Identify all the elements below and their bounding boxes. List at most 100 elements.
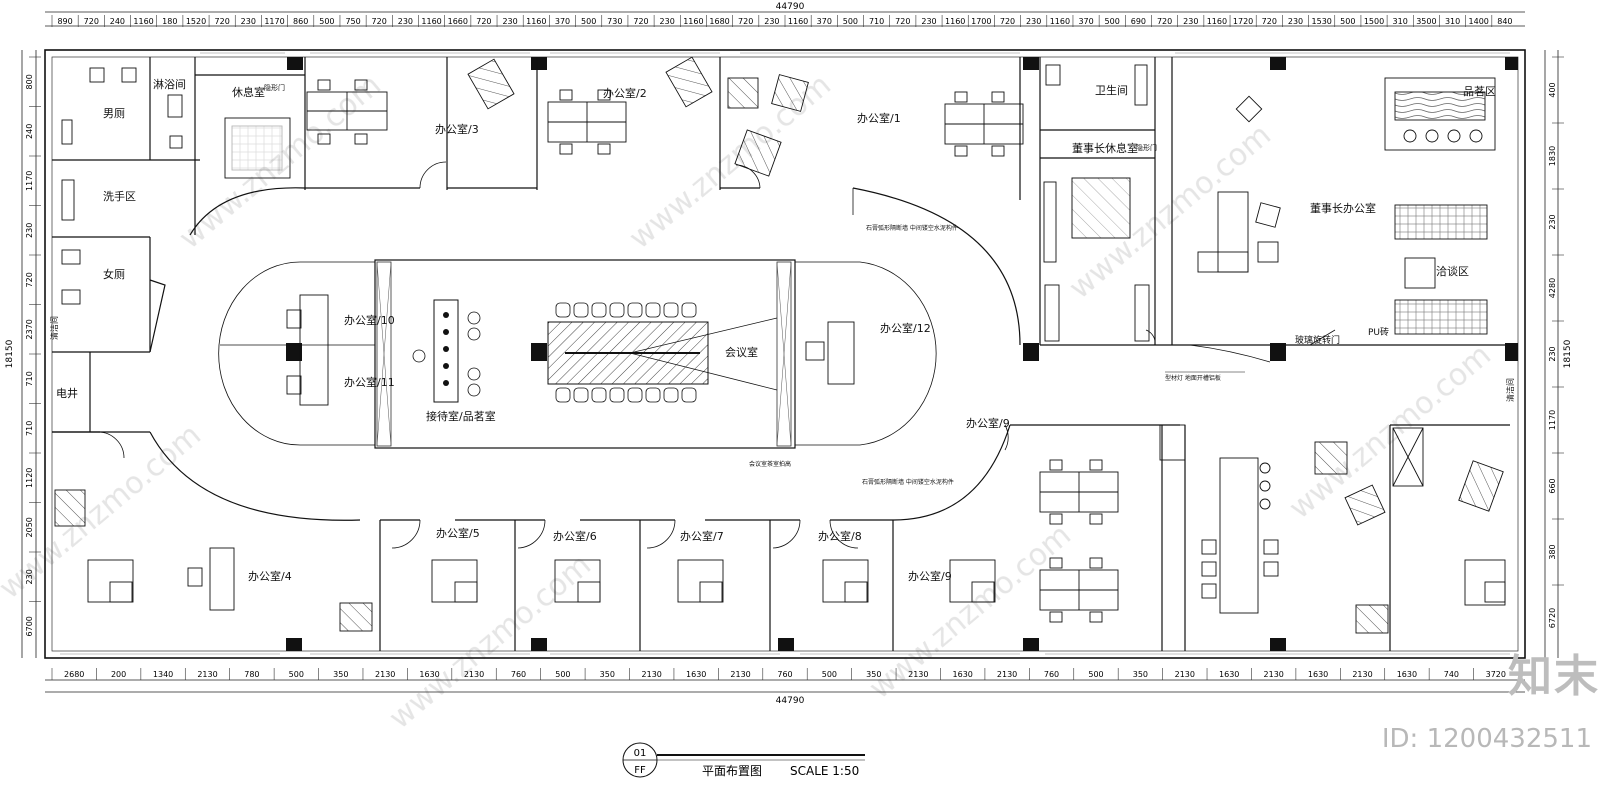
dimension-label: 780: [244, 670, 259, 679]
meeting-chair: [681, 387, 697, 403]
label-office-10: 办公室/10: [344, 313, 395, 327]
meeting-chair: [663, 302, 679, 318]
dimension-label: 1170: [1548, 410, 1557, 430]
dimension-label: 1170: [25, 171, 34, 191]
dimension-label: 230: [1288, 17, 1303, 26]
meeting-chairs: [555, 302, 697, 403]
label-glass-door: 玻璃旋转门: [1295, 334, 1340, 346]
dimension-label: 500: [289, 670, 304, 679]
dimension-label: 720: [215, 17, 230, 26]
dimension-label: 720: [476, 17, 491, 26]
note-partition-lower: 石膏弧形隔断墙 中间镂空水泥构件: [862, 478, 954, 486]
dimension-label: 760: [777, 670, 792, 679]
dimension-label: 350: [1133, 670, 1148, 679]
dimension-label: 370: [555, 17, 570, 26]
dimension-label: 1630: [686, 670, 706, 679]
meeting-chair: [627, 302, 643, 318]
dimension-label: 720: [738, 17, 753, 26]
dimension-label: 800: [25, 74, 34, 89]
meeting-chair: [591, 387, 607, 403]
dimension-label: 500: [843, 17, 858, 26]
meeting-chair: [609, 387, 625, 403]
dimension-label: 500: [1088, 670, 1103, 679]
dimension-label: 720: [895, 17, 910, 26]
dimension-label: 1530: [1312, 17, 1332, 26]
meeting-chair: [555, 387, 571, 403]
dimension-label: 230: [25, 569, 34, 584]
dimension-total-bottom: 44790: [776, 696, 805, 706]
label-office-11: 办公室/11: [344, 375, 395, 389]
dimension-label: 720: [372, 17, 387, 26]
dimension-label: 720: [1262, 17, 1277, 26]
dimension-label: 1160: [1050, 17, 1070, 26]
dimension-label: 1630: [953, 670, 973, 679]
dimension-label: 400: [1548, 82, 1557, 97]
dimension-label: 230: [1026, 17, 1041, 26]
dimension-label: 230: [398, 17, 413, 26]
dimension-label: 720: [25, 272, 34, 287]
dimension-label: 1160: [526, 17, 546, 26]
label-office-4: 办公室/4: [248, 569, 292, 583]
label-restroom: 卫生间: [1095, 83, 1128, 97]
dimension-label: 1630: [419, 670, 439, 679]
dimension-label: 1400: [1469, 17, 1489, 26]
dimension-label: 1170: [264, 17, 284, 26]
label-pu-brick: PU砖: [1368, 326, 1389, 338]
label-negotiation: 洽谈区: [1436, 265, 1469, 278]
dimension-label: 2130: [197, 670, 217, 679]
dimension-label: 500: [1340, 17, 1355, 26]
label-office-9: 办公室/9: [908, 569, 952, 583]
dimension-label: 310: [1393, 17, 1408, 26]
title-sheet: FF: [634, 765, 646, 776]
dimension-label: 380: [1548, 544, 1557, 559]
dimension-label: 370: [817, 17, 832, 26]
dimension-label: 740: [1444, 670, 1459, 679]
dimension-label: 1630: [1219, 670, 1239, 679]
dimension-label: 2130: [908, 670, 928, 679]
dimension-label: 180: [162, 17, 177, 26]
dimension-label: 1630: [1397, 670, 1417, 679]
dimension-label: 690: [1131, 17, 1146, 26]
label-office-12: 办公室/12: [880, 321, 931, 335]
dimension-label: 1630: [1308, 670, 1328, 679]
dimension-label: 6700: [25, 616, 34, 636]
label-office-5: 办公室/5: [436, 526, 480, 540]
dimension-label: 3500: [1416, 17, 1436, 26]
dimension-label: 500: [1105, 17, 1120, 26]
dimension-lines: [21, 11, 1559, 693]
label-elec-shaft: 电井: [56, 386, 78, 400]
dimension-label: 500: [581, 17, 596, 26]
dimension-label: 200: [111, 670, 126, 679]
dimension-total-right: 18150: [1563, 339, 1573, 368]
dimension-label: 710: [869, 17, 884, 26]
dimension-label: 730: [607, 17, 622, 26]
dimension-label: 230: [241, 17, 256, 26]
dimension-label: 1680: [709, 17, 729, 26]
dimension-label: 1160: [1207, 17, 1227, 26]
meeting-chair: [591, 302, 607, 318]
dimension-label: 230: [1548, 346, 1557, 361]
dimension-label: 1160: [421, 17, 441, 26]
dimension-label: 310: [1445, 17, 1460, 26]
meeting-chair: [609, 302, 625, 318]
dimension-label: 350: [333, 670, 348, 679]
label-janitor: 清洁间: [49, 316, 59, 340]
image-id-text: ID: 1200432511: [1381, 724, 1592, 754]
dimension-label: 240: [110, 17, 125, 26]
label-office-2: 办公室/2: [603, 86, 647, 100]
label-tea-area: 品茗区: [1463, 85, 1496, 98]
dimension-label: 2130: [1175, 670, 1195, 679]
label-shower: 淋浴间: [153, 78, 186, 91]
room-labels: 男厕 淋浴间 休息室 隐形门 洗手区 女厕 清洁间 电井 办公室/3 办公室/2…: [49, 78, 1515, 583]
label-lounge: 休息室: [232, 85, 265, 99]
note-partition-upper: 石膏弧形隔断墙 中间镂空水泥构件: [866, 224, 958, 232]
dimension-label: 1120: [25, 468, 34, 488]
dimension-total-top: 44790: [776, 2, 805, 12]
doors: [97, 161, 1336, 549]
label-office-7: 办公室/7: [680, 529, 724, 543]
dimension-label: 230: [502, 17, 517, 26]
label-janitor-2: 清洁间: [1505, 378, 1515, 402]
dimension-label: 2370: [25, 319, 34, 339]
